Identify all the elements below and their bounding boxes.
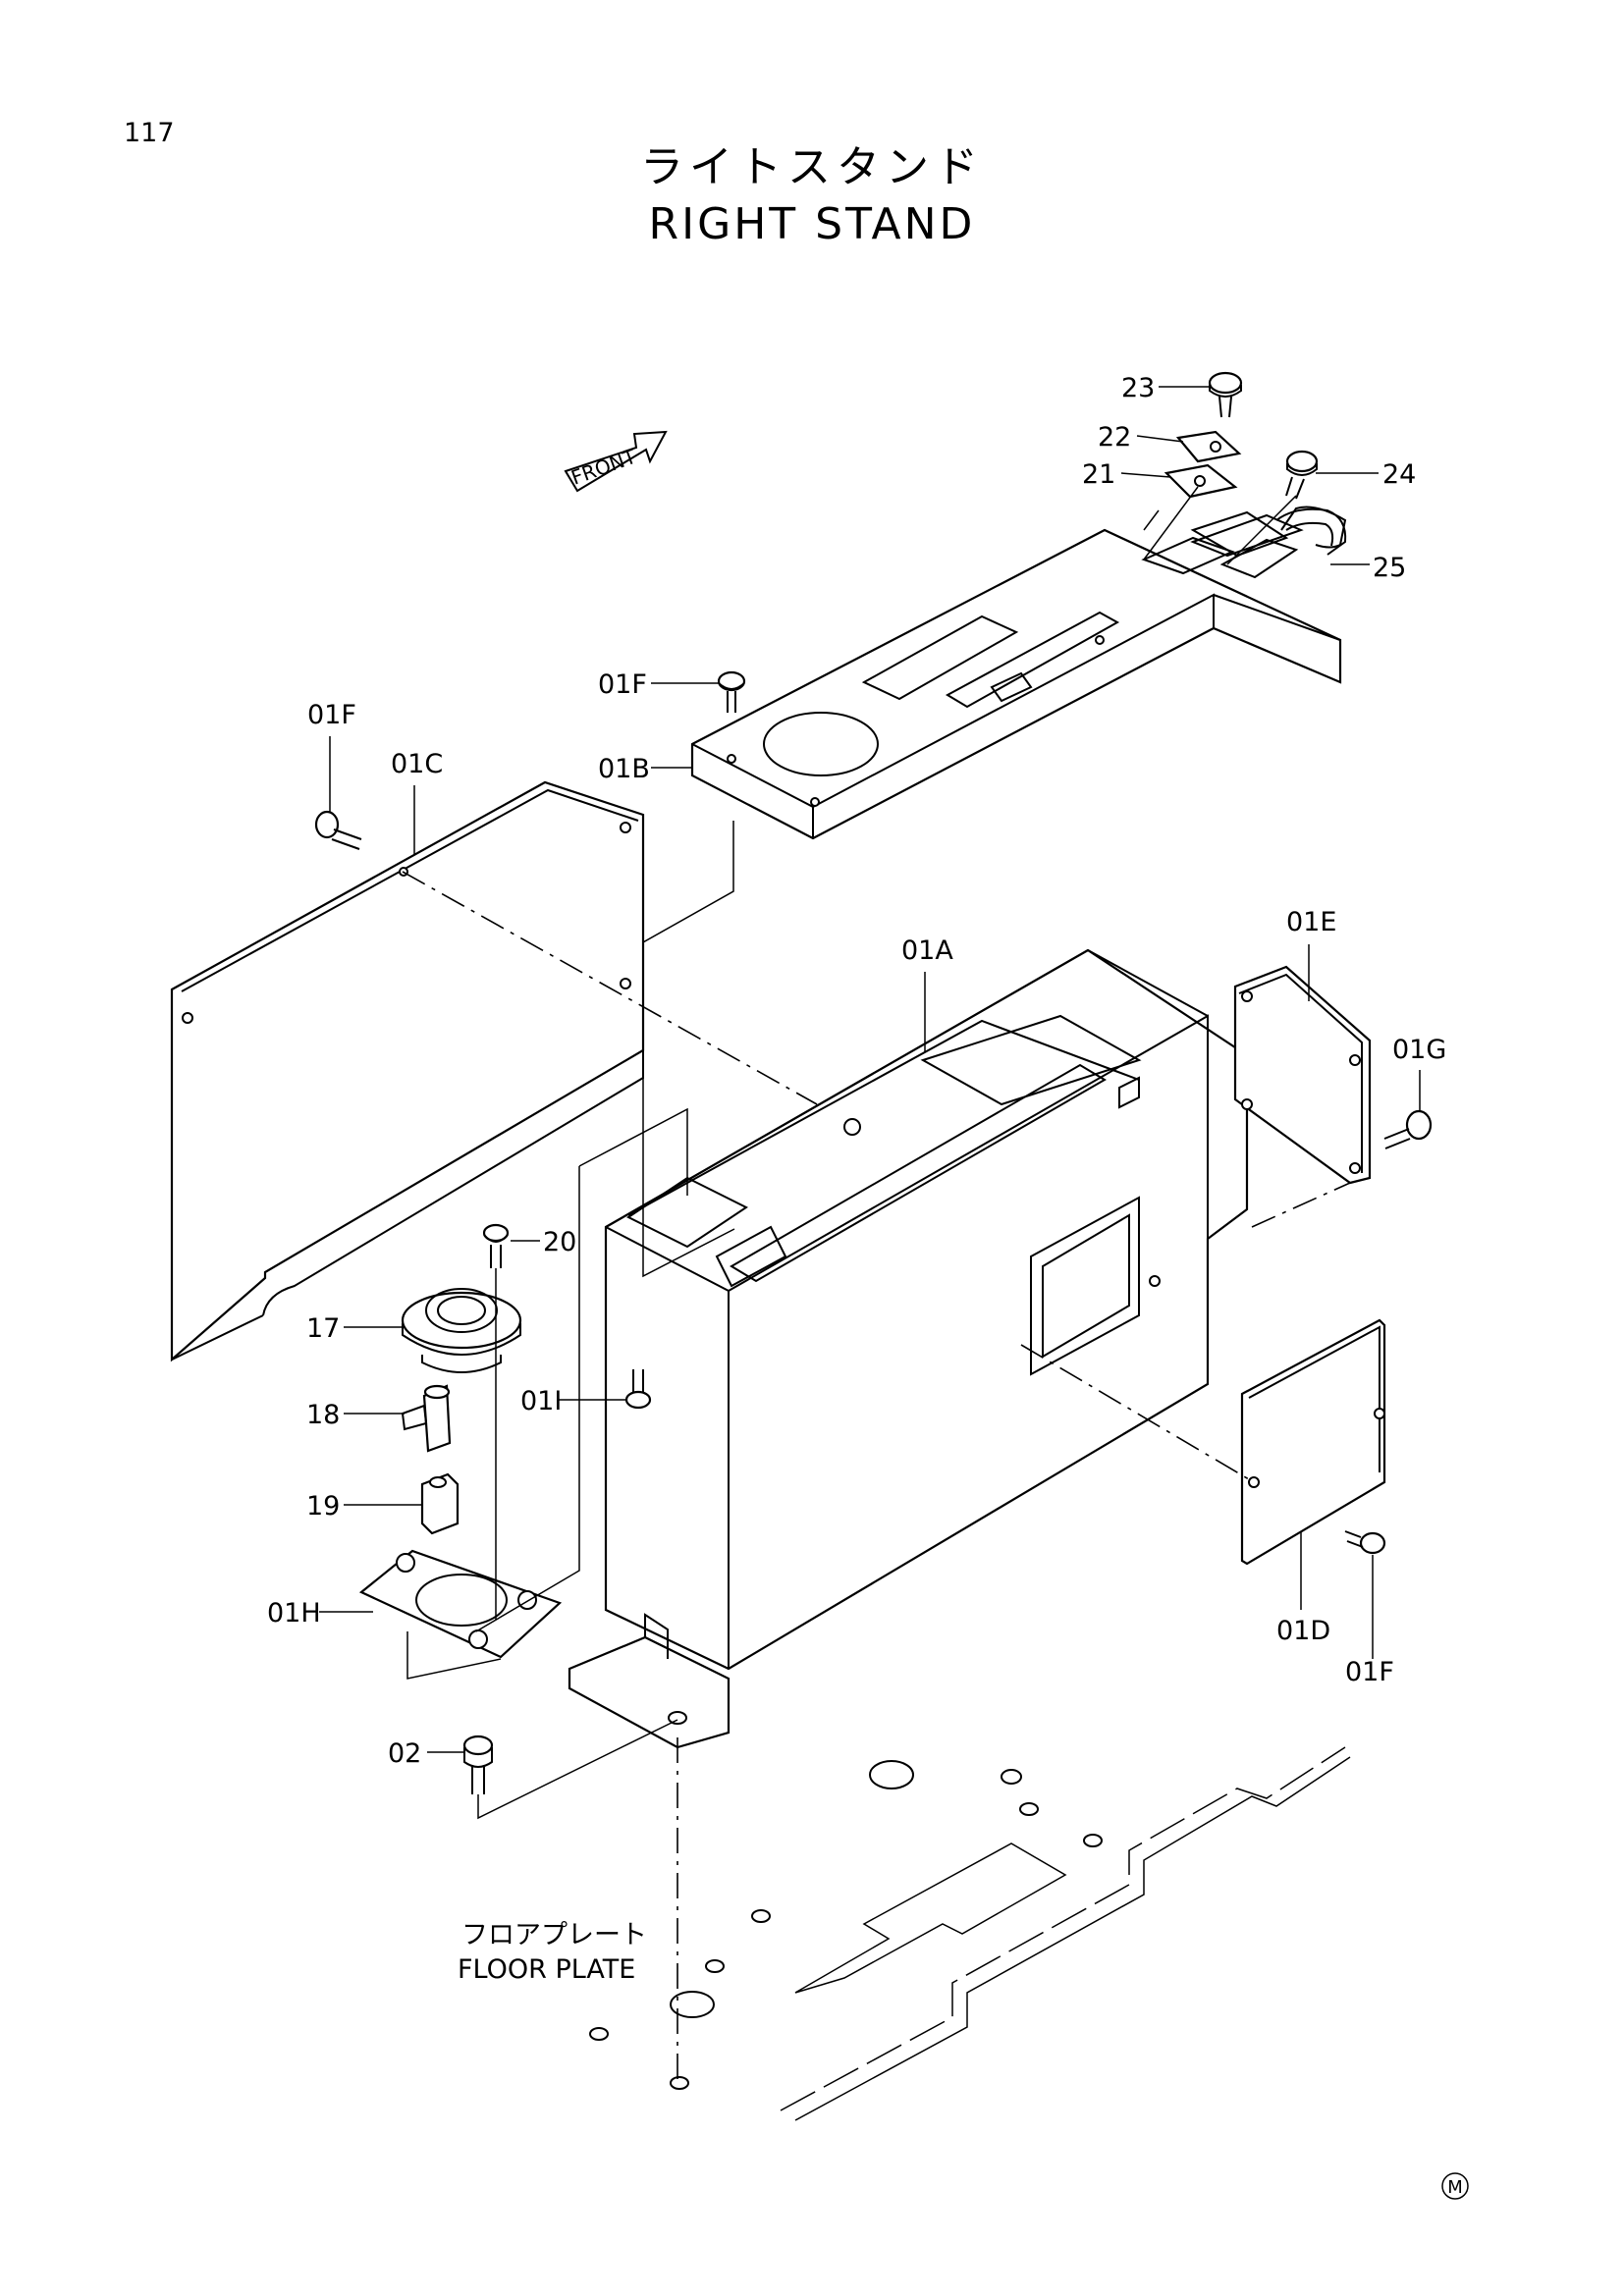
part-01F-bolt-left-icon: [314, 810, 362, 850]
part-01D-panel: [1240, 1318, 1386, 1566]
callout-02: 02: [388, 1738, 421, 1769]
callout-18: 18: [306, 1400, 340, 1430]
part-01C-side-panel: [170, 780, 645, 1362]
callout-24: 24: [1382, 459, 1416, 490]
part-01B-top-cover: [690, 506, 1347, 840]
callout-01I: 01I: [520, 1386, 562, 1416]
front-label: FRONT: [568, 445, 640, 490]
callout-01F-left: 01F: [307, 700, 356, 730]
callout-01E: 01E: [1286, 907, 1336, 937]
part-01A-main-box: [568, 948, 1249, 1749]
floor-plate-label-jp: フロアプレート: [461, 1920, 647, 1950]
floor-plate-label-en: FLOOR PLATE: [458, 1954, 635, 1985]
part-17-light-icon: [401, 1288, 522, 1373]
part-18-connector-icon: [401, 1384, 452, 1453]
part-19-nut-icon: [420, 1472, 460, 1535]
callout-01F-top: 01F: [598, 669, 647, 700]
floor-plate: [589, 1746, 1351, 2121]
part-01F-bolt-right-icon: [1344, 1530, 1386, 1555]
callout-01F-right: 01F: [1345, 1657, 1394, 1687]
assembly-lines: [402, 486, 1351, 2086]
part-21-plate-icon: [1164, 463, 1238, 499]
callout-01B: 01B: [598, 754, 650, 784]
part-25-handle-icon: [1190, 507, 1347, 558]
callout-20: 20: [543, 1227, 576, 1257]
m-mark-icon: M: [1441, 2172, 1469, 2200]
part-01H-plate: [358, 1549, 563, 1659]
part-02-bolt-icon: [462, 1735, 494, 1794]
callout-25: 25: [1373, 553, 1406, 583]
callout-01A: 01A: [901, 935, 953, 966]
callout-01D: 01D: [1276, 1616, 1330, 1646]
callout-23: 23: [1121, 373, 1155, 403]
callout-01C: 01C: [391, 749, 443, 779]
m-mark-label: M: [1447, 2177, 1463, 2198]
callout-labels: 23 22 21 24 25 01F 01B 01F 01C 01A 01E 0…: [267, 373, 1446, 1769]
callout-01H: 01H: [267, 1598, 321, 1629]
title-english: RIGHT STAND: [648, 199, 976, 249]
callout-19: 19: [306, 1491, 340, 1522]
callout-leaders: [319, 386, 1421, 1753]
page-number: 117: [124, 118, 175, 148]
callout-21: 21: [1082, 459, 1115, 490]
part-20-screw-icon: [482, 1223, 510, 1268]
callout-01G: 01G: [1392, 1035, 1446, 1065]
part-22-plate-icon: [1175, 430, 1242, 463]
light-opening: [763, 712, 879, 776]
part-01F-bolt-top-icon: [717, 670, 746, 713]
callout-22: 22: [1098, 422, 1131, 453]
part-24-bolt-icon: [1285, 450, 1319, 500]
title-japanese: ライトスタンド: [640, 142, 984, 192]
part-23-bolt-icon: [1208, 371, 1243, 418]
page-title: ライトスタンド RIGHT STAND: [0, 139, 1624, 253]
front-arrow-icon: FRONT: [564, 430, 668, 493]
callout-17: 17: [306, 1313, 340, 1344]
part-01G-bolt-icon: [1383, 1109, 1433, 1149]
part-01E-panel: [1233, 965, 1372, 1185]
